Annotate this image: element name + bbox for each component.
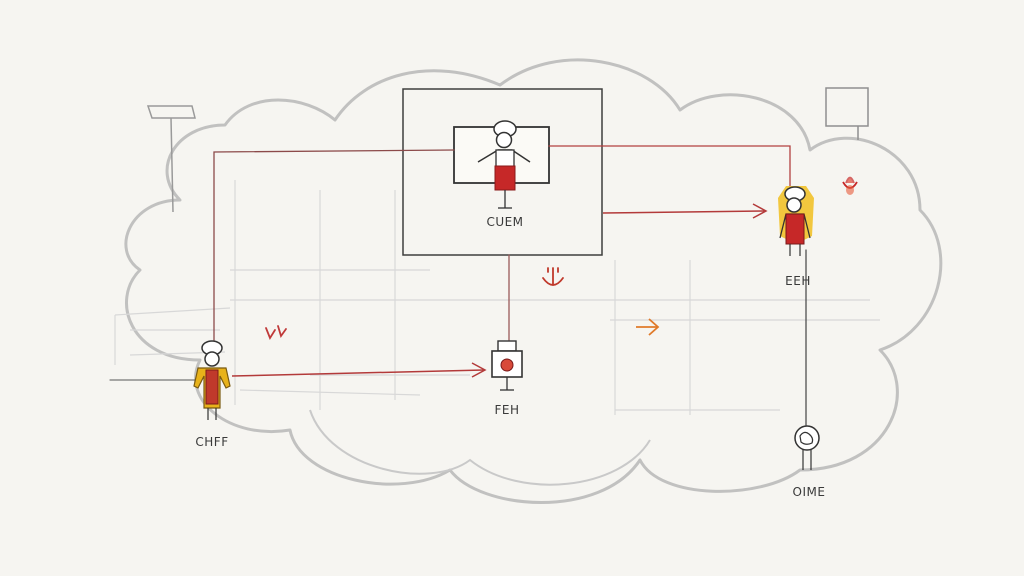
lamp-sketch-icon (146, 105, 196, 213)
connector-lines (109, 145, 807, 426)
left-chef-label: CHFF (195, 435, 228, 449)
top-chef-label: CUEM (486, 215, 523, 229)
center-device-icon (491, 340, 523, 391)
anchor-mark (542, 267, 564, 286)
bottom-right-device-label: OIME (793, 485, 826, 499)
bottom-right-device-icon (794, 425, 820, 470)
left-chef-figure (193, 340, 231, 420)
red-droplet-mark (842, 176, 858, 195)
right-chef-figure (778, 186, 814, 256)
line-top-to-right (548, 145, 791, 187)
top-chef-figure (477, 120, 531, 209)
cloud-inner-pencil-stroke (309, 409, 651, 486)
arrow-left-to-center (231, 362, 487, 378)
center-device-label: FEH (494, 403, 519, 417)
box-sketch-icon (825, 87, 869, 140)
background-sketch-grid (114, 180, 880, 415)
cloud-outline (124, 58, 943, 504)
red-tick-marks (265, 325, 287, 340)
arrow-orange-mark (636, 318, 660, 336)
central-box (402, 88, 603, 256)
arrow-box-to-right (602, 203, 768, 219)
line-left-to-top (213, 149, 455, 341)
right-chef-label: EEH (785, 274, 811, 288)
